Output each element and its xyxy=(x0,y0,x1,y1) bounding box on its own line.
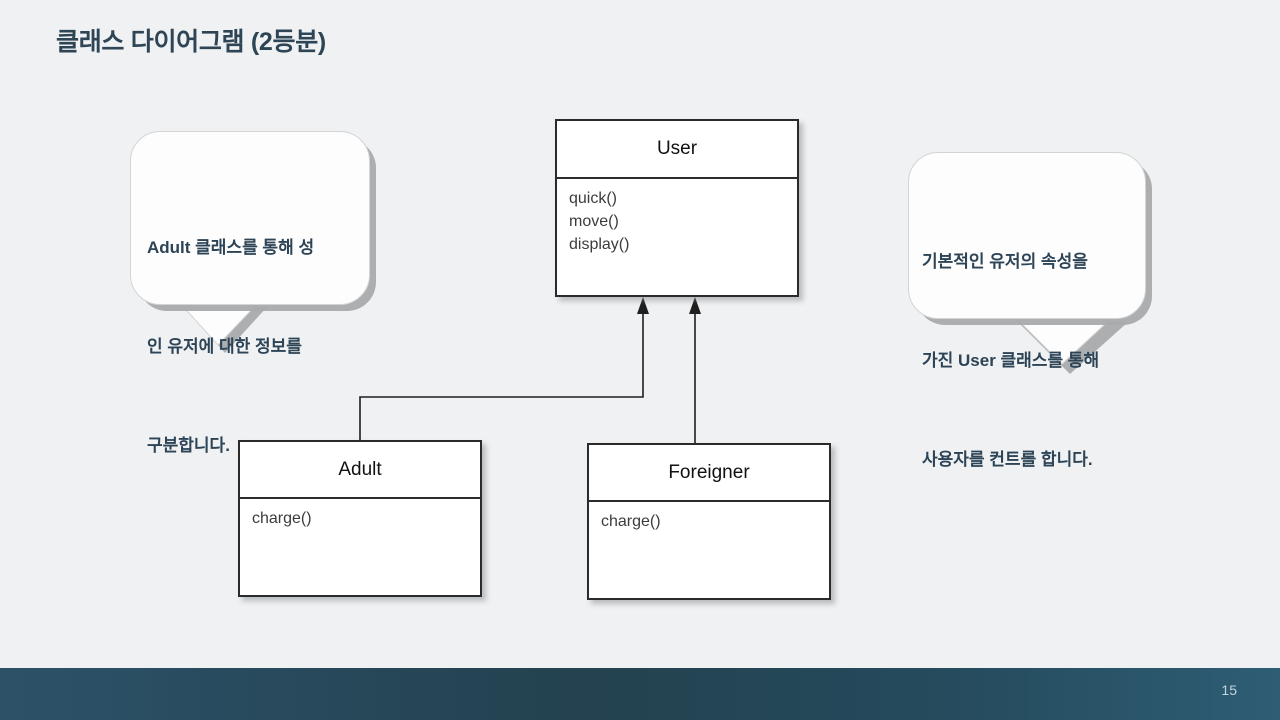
uml-member: move() xyxy=(569,213,619,230)
uml-class-adult-members: charge() xyxy=(240,499,480,530)
bubble-right-line-2: 가진 User 클래스를 통해 xyxy=(922,351,1100,370)
bubble-right-line-3: 사용자를 컨트롤 합니다. xyxy=(922,450,1093,469)
connector-adult-to-user xyxy=(359,312,644,440)
uml-class-adult[interactable]: Adult charge() xyxy=(238,440,482,597)
uml-member: charge() xyxy=(601,513,661,530)
uml-member: charge() xyxy=(252,510,312,527)
bubble-left-body xyxy=(130,131,370,305)
uml-class-adult-divider xyxy=(240,497,480,499)
uml-class-foreigner-name: Foreigner xyxy=(668,461,750,483)
bubble-left-line-3: 구분합니다. xyxy=(147,436,230,455)
bubble-right-body xyxy=(908,152,1146,319)
uml-class-foreigner-divider xyxy=(589,500,829,502)
bubble-right-text: 기본적인 유저의 속성을 가진 User 클래스를 통해 사용자를 컨트롤 합니… xyxy=(922,179,1136,542)
bubble-right-line-1: 기본적인 유저의 속성을 xyxy=(922,252,1088,271)
bubble-left-line-2: 인 유저에 대한 정보를 xyxy=(147,337,302,356)
page-title: 클래스 다이어그램 (2등분) xyxy=(56,28,326,56)
uml-member: quick() xyxy=(569,190,618,207)
uml-class-user-name: User xyxy=(656,138,698,159)
uml-class-user-members: quick() move() display() xyxy=(557,179,797,256)
uml-class-foreigner[interactable]: Foreigner charge() xyxy=(587,443,831,600)
uml-class-adult-name: Adult xyxy=(338,458,382,480)
bubble-left-line-1: Adult 클래스를 통해 성 xyxy=(147,238,315,257)
arrowhead-adult-to-user xyxy=(637,297,649,314)
page-number: 15 xyxy=(1221,682,1237,698)
footer-bar: 15 xyxy=(0,668,1280,720)
uml-class-user-divider xyxy=(557,177,797,179)
uml-class-foreigner-members: charge() xyxy=(589,502,829,533)
uml-class-user[interactable]: User quick() move() display() xyxy=(555,119,799,297)
bubble-left-text: Adult 클래스를 통해 성 인 유저에 대한 정보를 구분합니다. xyxy=(147,165,353,528)
arrowhead-foreigner-to-user xyxy=(689,297,701,314)
uml-member: display() xyxy=(569,236,630,253)
